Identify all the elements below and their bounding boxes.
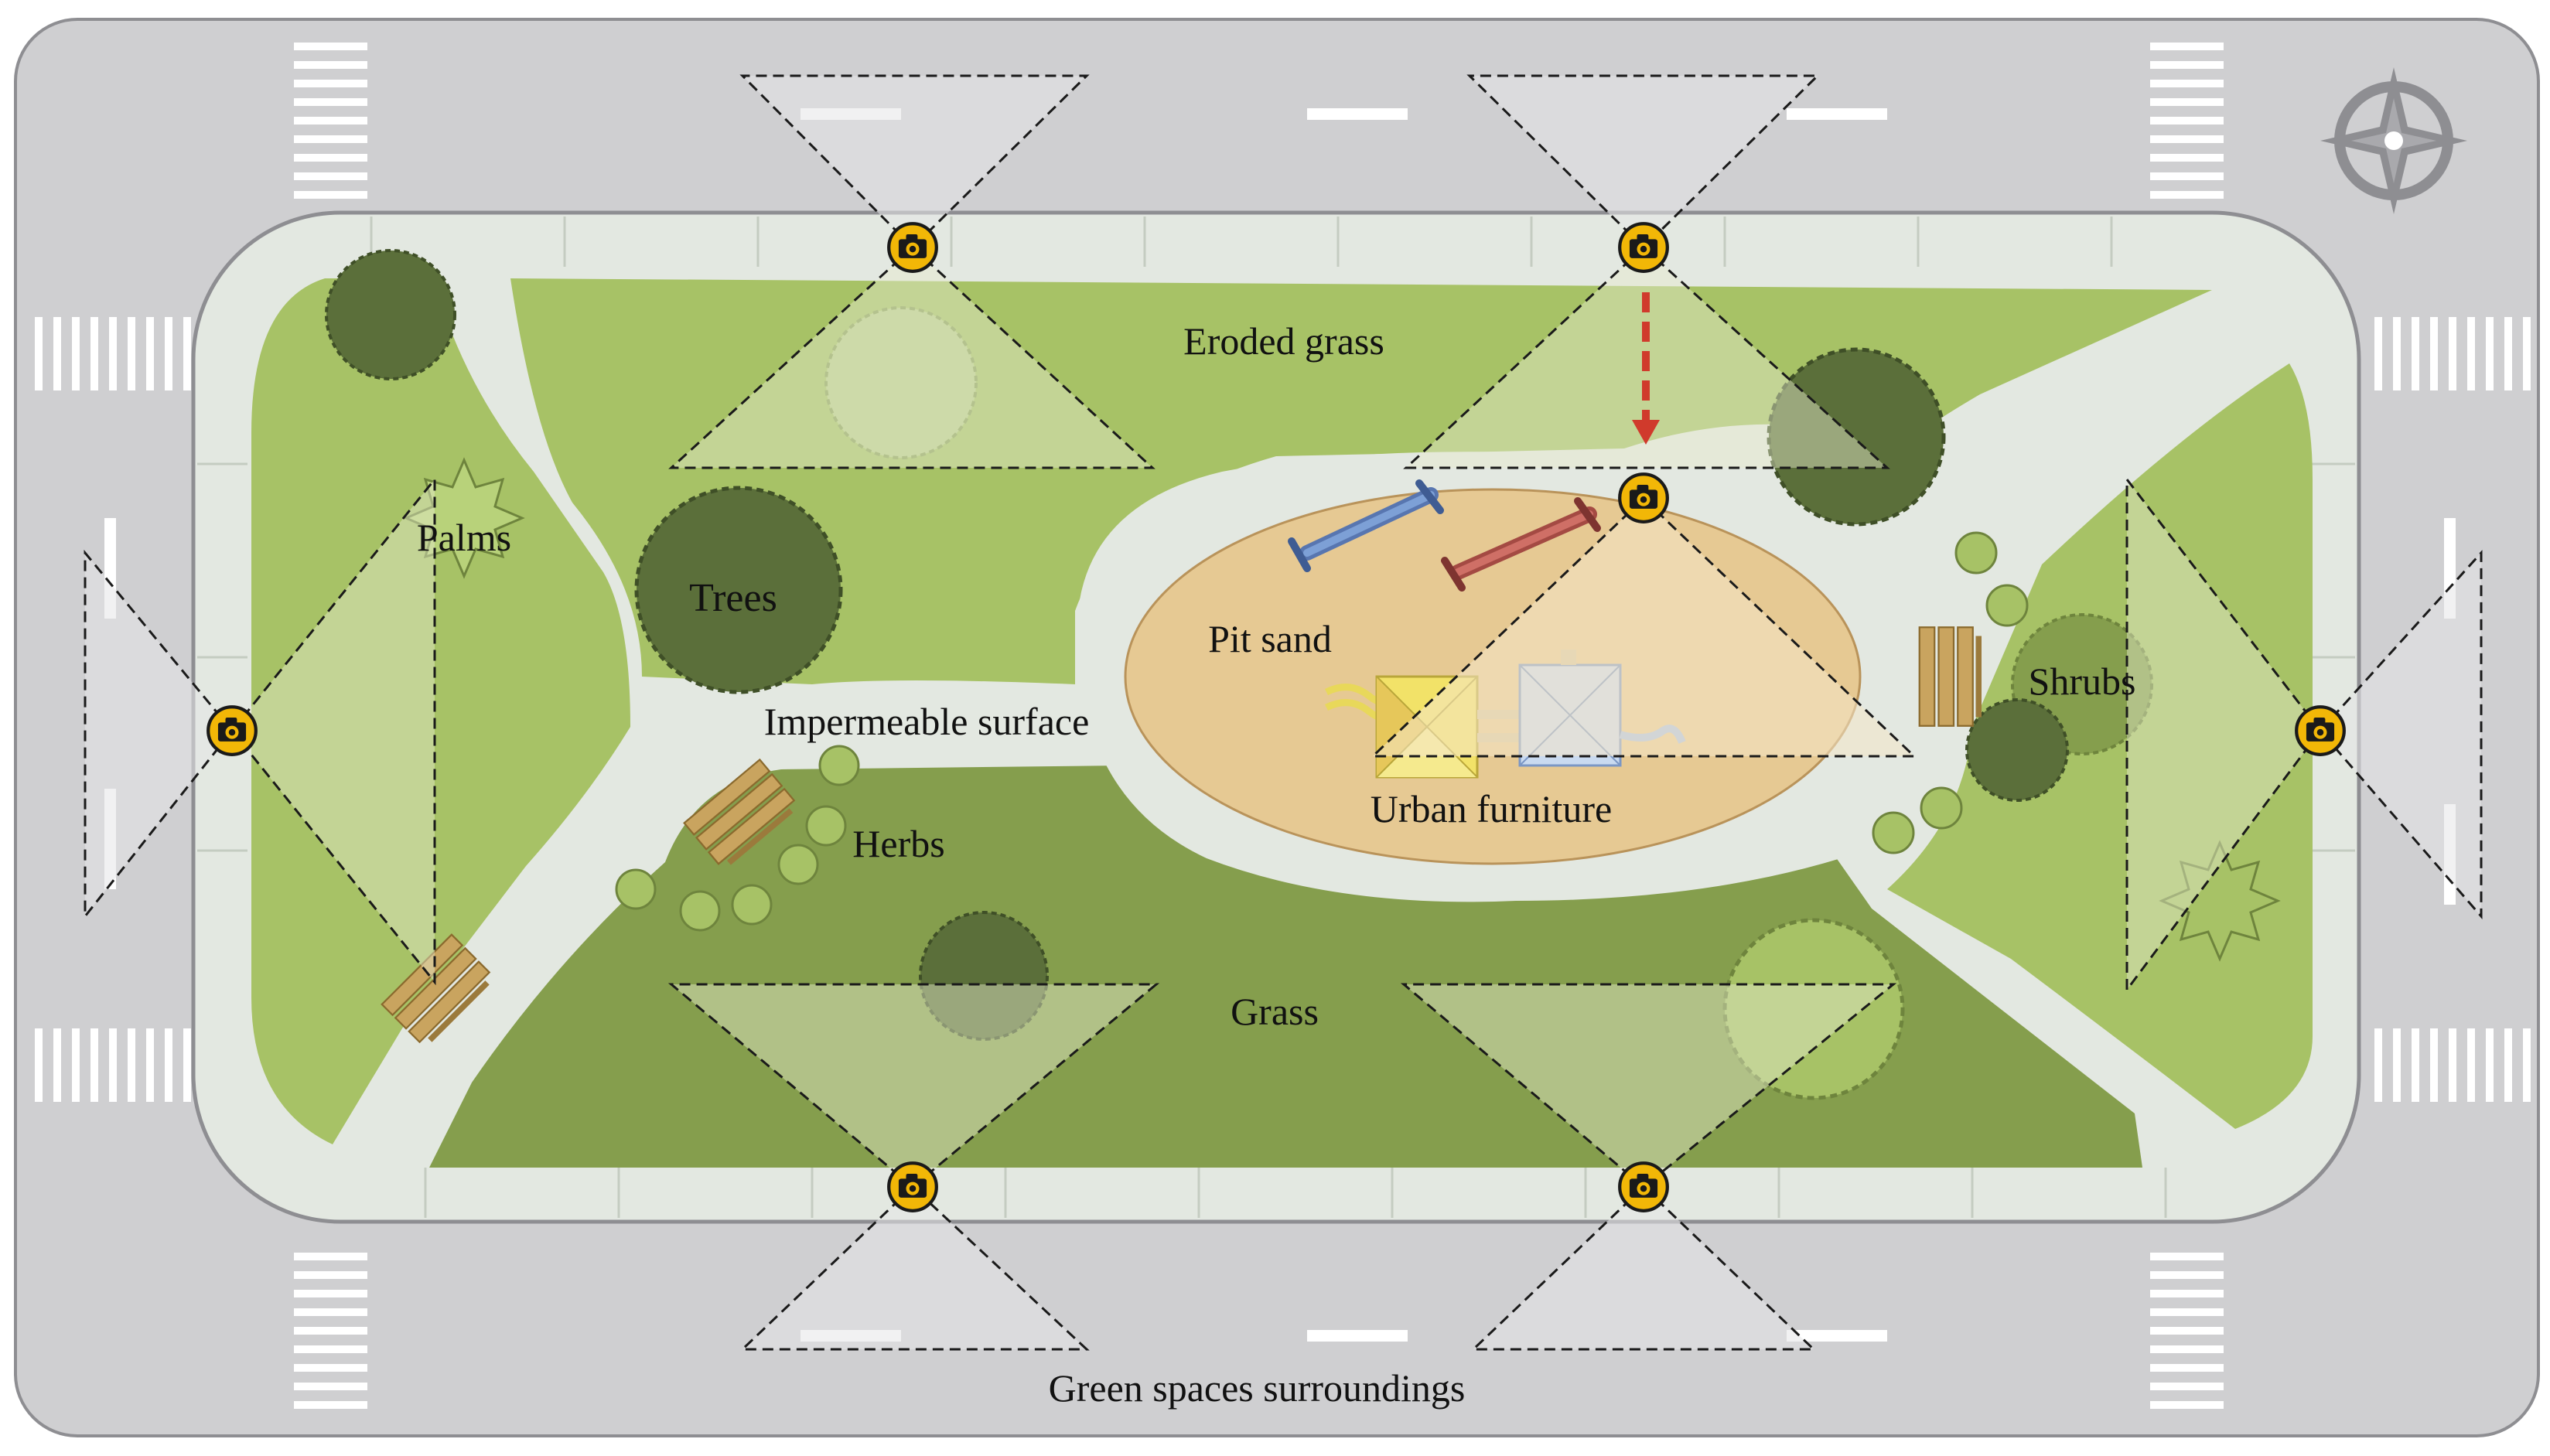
label-eroded-grass: Eroded grass	[1183, 319, 1384, 363]
seesaw-icon	[1288, 479, 1444, 572]
compass-rose-icon	[2320, 67, 2467, 214]
seesaw-icon	[1441, 497, 1601, 592]
tree-south-west	[919, 911, 1049, 1041]
grass-south-lawn	[429, 766, 2142, 1168]
label-urban-furniture: Urban furniture	[1371, 787, 1612, 830]
bench-icon	[1918, 626, 1983, 727]
sidewalk-joints	[197, 217, 2355, 1218]
label-impermeable-surface: Impermeable surface	[764, 700, 1090, 743]
crosswalks	[35, 43, 2531, 1409]
camera-icon	[889, 1163, 937, 1211]
camera-icon	[208, 707, 256, 755]
palm-icon-east	[2159, 840, 2281, 962]
camera-icon	[1620, 474, 1668, 522]
tree-south-east	[1722, 918, 1905, 1100]
camera-icon	[889, 223, 937, 271]
camera-icon	[1620, 1163, 1668, 1211]
tree-north-west	[325, 249, 456, 380]
herbs	[615, 531, 2029, 932]
label-pit-sand: Pit sand	[1208, 617, 1332, 660]
tree-trees-label	[634, 486, 843, 694]
label-trees: Trees	[689, 576, 777, 620]
label-palms: Palms	[417, 516, 511, 559]
arrow-to-playground-camera	[1632, 292, 1660, 445]
tree-north-ghost	[824, 306, 978, 459]
label-shrubs: Shrubs	[2029, 660, 2136, 703]
camera-icon	[1620, 223, 1668, 271]
label-surroundings: Green spaces surroundings	[1049, 1366, 1466, 1410]
camera-icon	[2296, 707, 2344, 755]
shrub-east	[1965, 613, 2153, 802]
label-grass: Grass	[1231, 990, 1319, 1033]
tree-north-east	[1767, 347, 1946, 527]
label-herbs: Herbs	[852, 822, 944, 865]
grass-west-lawn	[251, 278, 630, 1144]
